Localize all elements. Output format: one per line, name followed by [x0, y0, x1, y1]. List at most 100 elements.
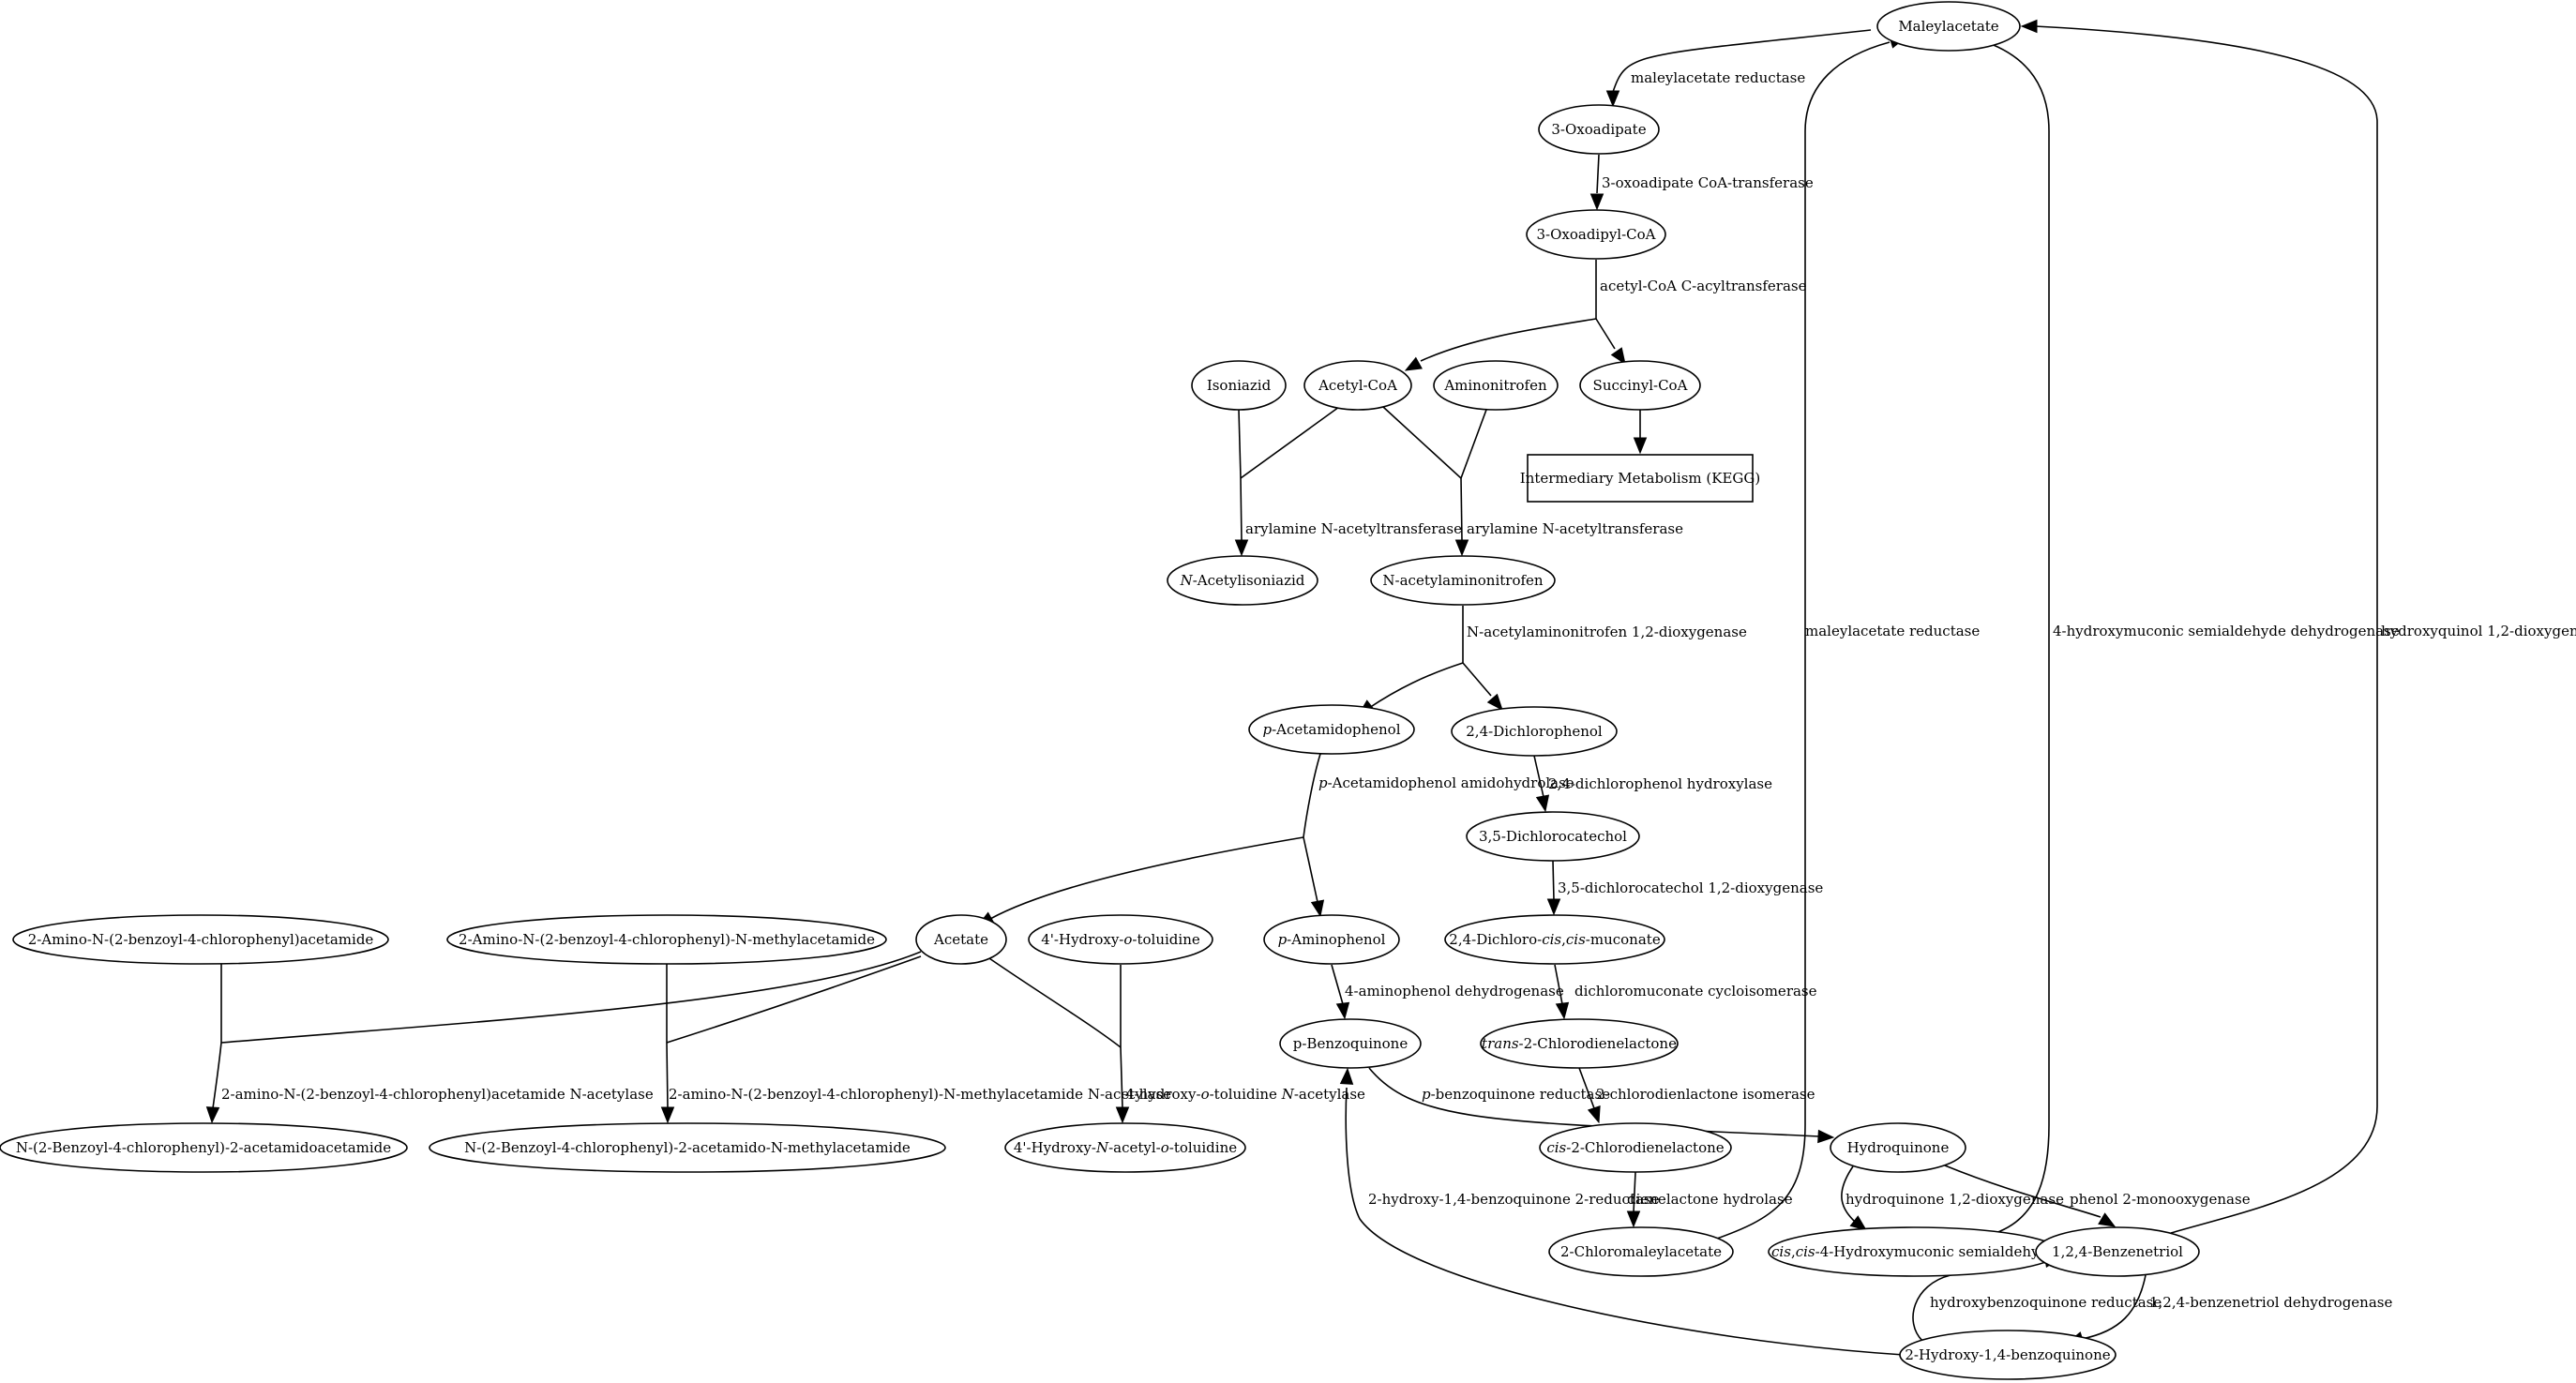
arrowhead — [1849, 1215, 1868, 1231]
node-dichloro-muconate[interactable]: 2,4-Dichloro-cis,cis-muconate — [1444, 914, 1665, 965]
node-p-aminophenol[interactable]: p-Aminophenol — [1263, 914, 1400, 965]
node-label: cis,cis-4-Hydroxymuconic semialdehyde — [1771, 1243, 2056, 1260]
edge-line — [1554, 964, 1563, 1005]
node-ellipse — [1451, 706, 1618, 757]
arrowhead — [1633, 437, 1648, 455]
node-cis-chlorodienelactone[interactable]: cis-2-Chlorodienelactone — [1539, 1122, 1732, 1173]
node-ellipse — [1548, 1226, 1734, 1277]
node-oxoadipate[interactable]: 3-Oxoadipate — [1538, 104, 1660, 155]
edge-line — [1460, 409, 1487, 479]
node-hydroxy-benzoquinone[interactable]: 2-Hydroxy-1,4-benzoquinone — [1899, 1330, 2117, 1380]
arrowhead — [1234, 539, 1249, 557]
node-benzoyl-acetamidoacetamide[interactable]: N-(2-Benzoyl-4-chlorophenyl)-2-acetamido… — [0, 1122, 408, 1173]
node-hydroxy-n-acetyl-toluidine[interactable]: 4'-Hydroxy-N-acetyl-o-toluidine — [1004, 1122, 1246, 1173]
edge-label-benzenetriol-dehydrogenase: 1,2,4-benzenetriol dehydrogenase — [2149, 1294, 2392, 1311]
node-label: Intermediary Metabolism (KEGG) — [1520, 470, 1760, 487]
arrowhead — [1335, 1001, 1350, 1020]
node-label: p-Aminophenol — [1278, 931, 1386, 948]
arrowhead — [1589, 193, 1604, 211]
node-ellipse — [429, 1122, 946, 1173]
node-dichlorocatechol[interactable]: 3,5-Dichlorocatechol — [1466, 811, 1640, 862]
node-aminonitrofen[interactable]: Aminonitrofen — [1433, 360, 1559, 411]
node-acetate[interactable]: Acetate — [915, 914, 1007, 965]
edge-line — [989, 836, 1304, 920]
arrowhead — [1817, 1129, 1835, 1144]
node-acetyl-coa[interactable]: Acetyl-CoA — [1303, 360, 1412, 411]
node-amino-benzoyl-methylacetamide[interactable]: 2-Amino-N-(2-benzoyl-4-chlorophenyl)-N-m… — [446, 914, 887, 965]
edge-label-semialdehyde-dehydrogenase: 4-hydroxymuconic semialdehyde dehydrogen… — [2053, 623, 2400, 639]
node-n-acetylisoniazid[interactable]: N-Acetylisoniazid — [1167, 555, 1318, 606]
node-label: Maleylacetate — [1898, 18, 1998, 35]
node-hydroxy-toluidine[interactable]: 4'-Hydroxy-o-toluidine — [1028, 914, 1213, 965]
node-ellipse — [1263, 914, 1400, 965]
node-dichlorophenol[interactable]: 2,4-Dichlorophenol — [1451, 706, 1618, 757]
node-label: Succinyl-CoA — [1593, 377, 1688, 394]
edge-label-dichlorocatechol-dioxygenase: 3,5-dichlorocatechol 1,2-dioxygenase — [1558, 879, 1823, 896]
edge-label-aminophenol-dehydrogenase: 4-aminophenol dehydrogenase — [1345, 983, 1564, 1000]
node-ellipse — [1191, 360, 1287, 411]
node-label: p-Benzoquinone — [1293, 1035, 1409, 1052]
edge-line — [1420, 318, 1597, 362]
arrowhead — [1546, 898, 1561, 916]
edge-line — [1345, 1087, 1905, 1356]
node-n-acetylaminonitrofen[interactable]: N-acetylaminonitrofen — [1370, 555, 1556, 606]
node-ellipse — [1526, 209, 1666, 260]
node-benzoyl-acetamido-methylacetamide[interactable]: N-(2-Benzoyl-4-chlorophenyl)-2-acetamido… — [429, 1122, 946, 1173]
node-succinyl-coa[interactable]: Succinyl-CoA — [1579, 360, 1701, 411]
node-p-acetamidophenol[interactable]: p-Acetamidophenol — [1248, 704, 1415, 755]
node-ellipse — [12, 914, 389, 965]
edge-line — [1713, 41, 1891, 1240]
node-ellipse — [0, 1122, 408, 1173]
node-layer: Maleylacetate 3-Oxoadipate 3-Oxoadipyl-CoA… — [0, 1, 2200, 1380]
edge-label-phenol-monooxygenase: phenol 2-monooxygenase — [2070, 1191, 2251, 1208]
edge-line — [1238, 409, 1242, 479]
edge-line — [1303, 753, 1321, 838]
node-ellipse — [1279, 1018, 1422, 1069]
edge-line — [220, 951, 922, 1044]
node-amino-benzoyl-acetamide[interactable]: 2-Amino-N-(2-benzoyl-4-chlorophenyl)acet… — [12, 914, 389, 965]
node-hydroxymuconic-semialdehyde[interactable]: cis,cis-4-Hydroxymuconic semialdehyde — [1768, 1226, 2060, 1277]
edge-label-nitrofen-dioxygenase: N-acetylaminonitrofen 1,2-dioxygenase — [1467, 624, 1747, 640]
node-ellipse — [1004, 1122, 1246, 1173]
edge-line — [1331, 964, 1344, 1005]
edge-line — [1944, 1165, 2101, 1218]
node-p-benzoquinone[interactable]: p-Benzoquinone — [1279, 1018, 1422, 1069]
node-intermediary[interactable]: Intermediary Metabolism (KEGG) — [1520, 454, 1760, 503]
node-label: 2-Hydroxy-1,4-benzoquinone — [1905, 1346, 2110, 1363]
node-maleylacetate[interactable]: Maleylacetate — [1876, 1, 2021, 52]
node-hydroquinone[interactable]: Hydroquinone — [1830, 1122, 1966, 1173]
node-label: 2-Amino-N-(2-benzoyl-4-chlorophenyl)acet… — [28, 931, 374, 948]
edge-label-maleylacetate-reductase-right: maleylacetate reductase — [1805, 623, 1980, 639]
edge-line — [1612, 29, 1872, 93]
edge-label-chlorodienlactone-isomerase: 2-chlorodienlactone isomerase — [1596, 1086, 1815, 1103]
node-ellipse — [1433, 360, 1559, 411]
node-label: 2-Amino-N-(2-benzoyl-4-chlorophenyl)-N-m… — [459, 931, 875, 948]
node-ellipse — [1876, 1, 2021, 52]
node-ellipse — [1539, 1122, 1732, 1173]
edge-line — [1985, 41, 2050, 1234]
arrowhead — [1587, 1105, 1601, 1124]
node-ellipse — [915, 914, 1007, 965]
node-ellipse — [1480, 1018, 1679, 1069]
node-label: 2-Chloromaleylacetate — [1560, 1243, 1722, 1260]
edge-line — [2081, 1274, 2147, 1340]
edge-label-dienelactone-hydrolase: dienelactone hydrolase — [1627, 1191, 1793, 1208]
node-label: N-(2-Benzoyl-4-chlorophenyl)-2-acetamido… — [464, 1139, 911, 1156]
edge-line — [1368, 662, 1464, 709]
edge-label-hydroxyquinol-dioxygenase: hydroxyquinol 1,2-dioxygenase — [2381, 623, 2576, 639]
node-trans-chlorodienelactone[interactable]: trans-2-Chlorodienelactone — [1480, 1018, 1679, 1069]
node-ellipse — [1248, 704, 1415, 755]
arrowhead — [1115, 1106, 1130, 1124]
edge-line — [1533, 755, 1544, 798]
edge-label-toluidine-n-acetylase: 4-hydroxy-o-toluidine N-acetylase — [1125, 1086, 1365, 1103]
node-label: 3-Oxoadipate — [1551, 121, 1646, 138]
node-isoniazid[interactable]: Isoniazid — [1191, 360, 1287, 411]
node-oxoadipyl-coa[interactable]: 3-Oxoadipyl-CoA — [1526, 209, 1666, 260]
node-chloromaleylacetate[interactable]: 2-Chloromaleylacetate — [1548, 1226, 1734, 1277]
edge-line — [1382, 406, 1462, 479]
node-label: 1,2,4-Benzenetriol — [2052, 1243, 2183, 1260]
arrowhead — [1555, 1001, 1570, 1020]
node-benzenetriol[interactable]: 1,2,4-Benzenetriol — [2035, 1226, 2200, 1277]
arrowhead — [2098, 1212, 2117, 1227]
